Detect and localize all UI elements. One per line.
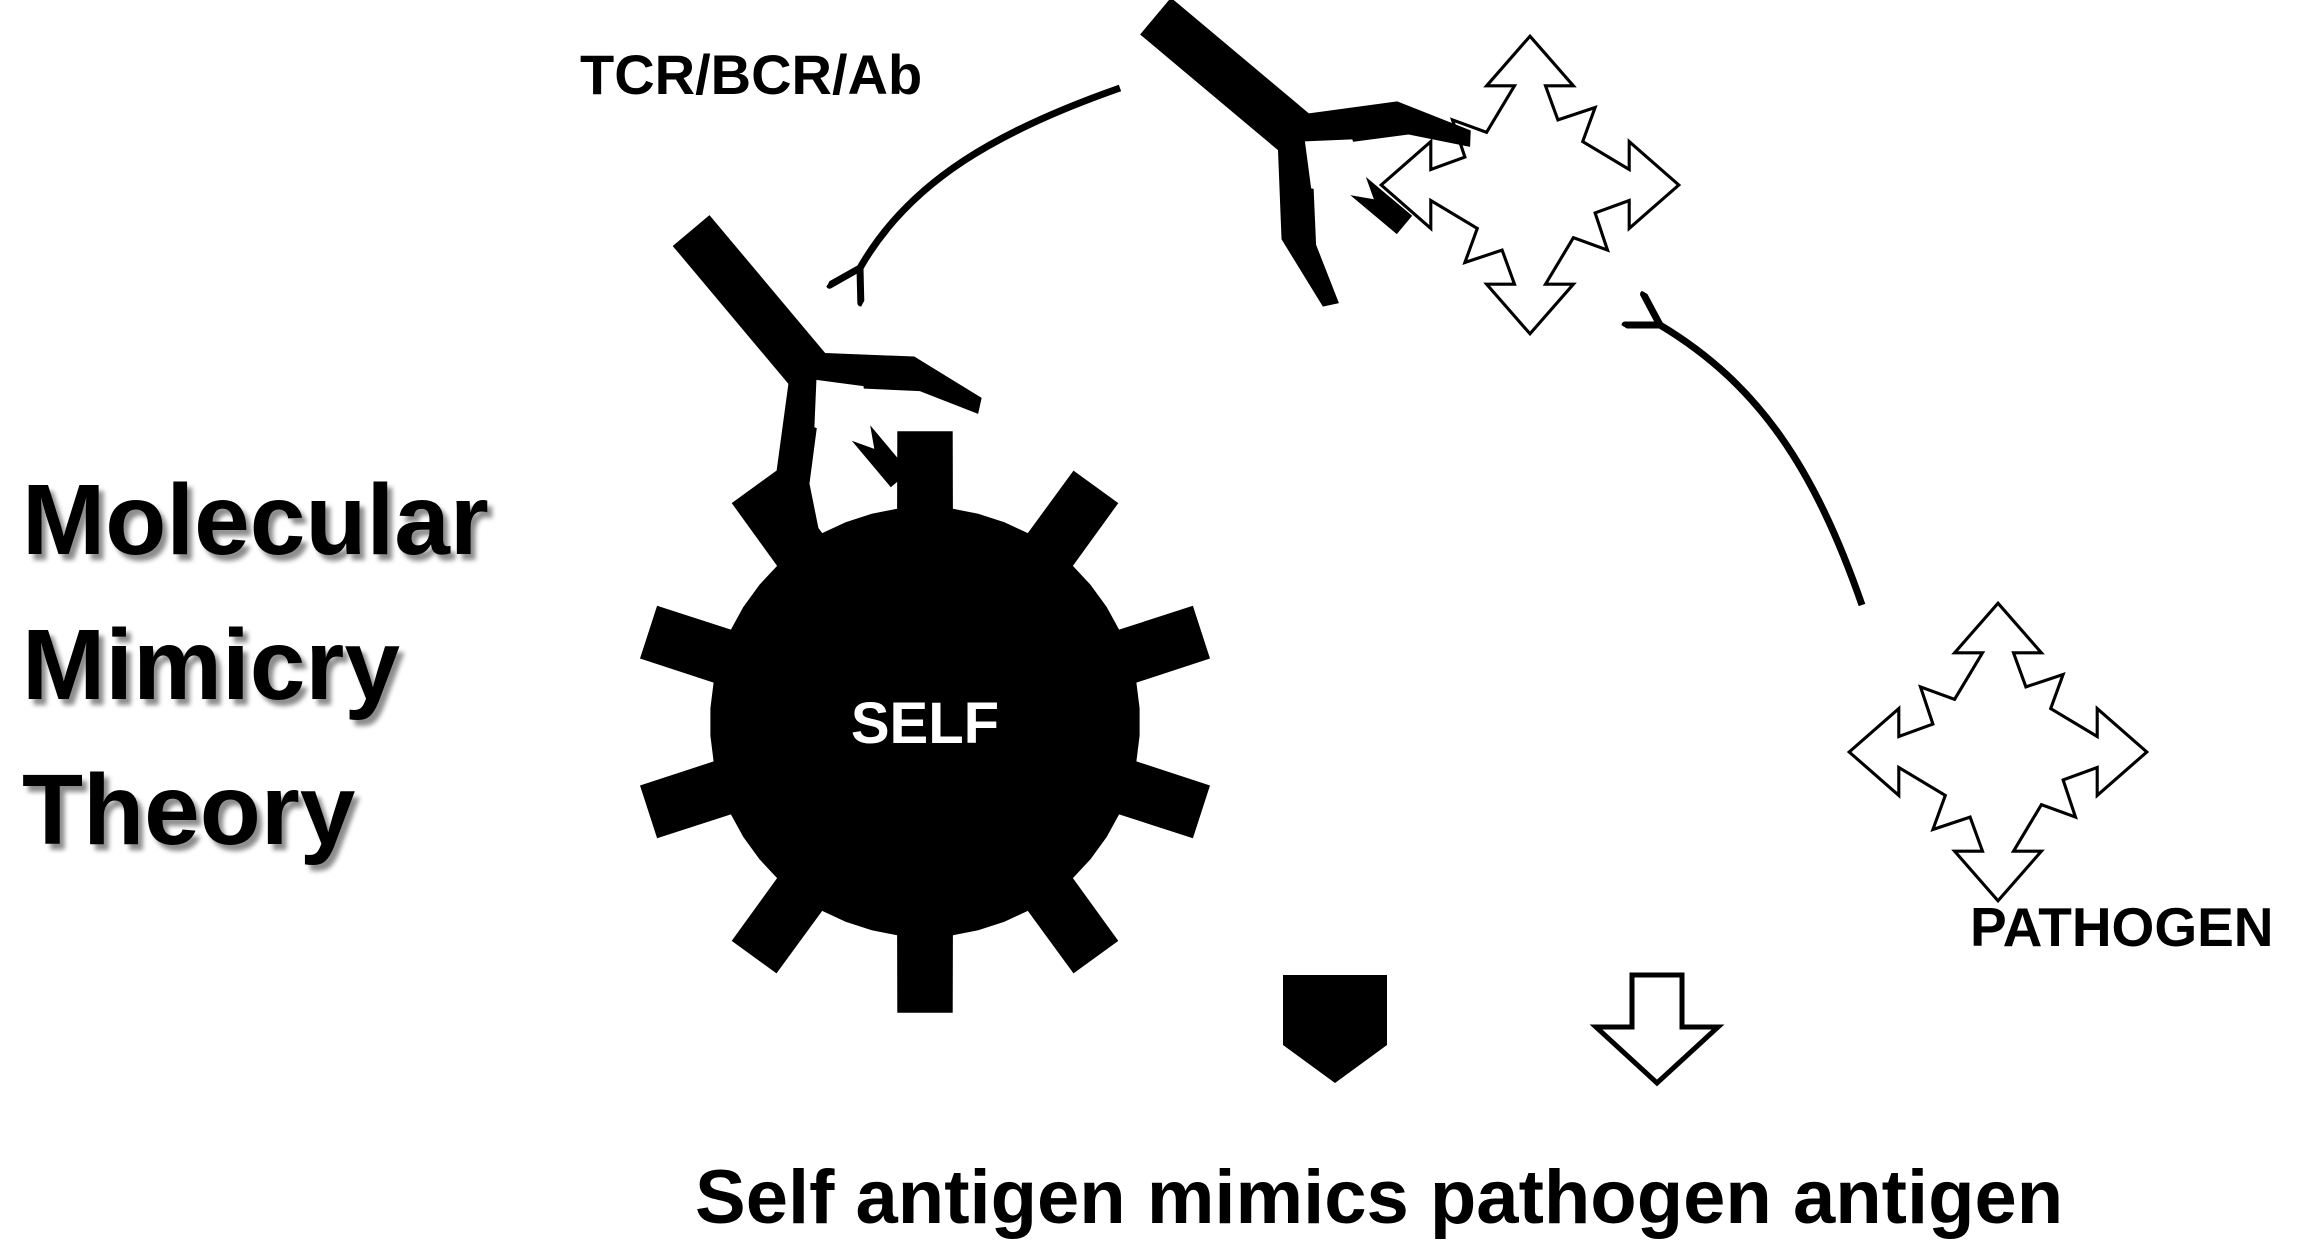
diagram-caption: Self antigen mimics pathogen antigen xyxy=(695,1155,2064,1240)
black-pentagon-icon xyxy=(1283,975,1387,1083)
self-gear: SELF xyxy=(640,431,1210,1013)
arrow-to-self-receptor xyxy=(860,84,1122,268)
pathogen-label: PATHOGEN xyxy=(1970,896,2274,958)
white-down-arrow-icon xyxy=(1589,972,1725,1087)
title-line-3: Theory xyxy=(22,754,356,866)
gear-icon xyxy=(640,431,1210,1013)
star-arrow-icon xyxy=(1847,601,2149,903)
arrow-pathogen-to-receptor xyxy=(1660,325,1866,607)
self-label: SELF xyxy=(851,691,999,756)
title-line-2: Mimicry xyxy=(22,609,400,721)
receptor-label: TCR/BCR/Ab xyxy=(580,43,923,106)
title-line-1: Molecular xyxy=(22,464,489,576)
star-arrow-icon xyxy=(1379,34,1681,336)
